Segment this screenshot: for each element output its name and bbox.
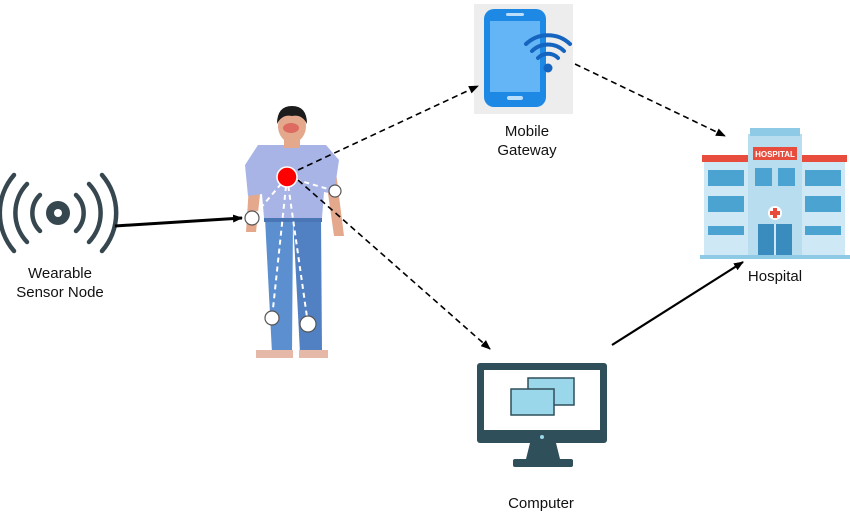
computer-label-text: Computer: [508, 495, 574, 512]
edge-computer-to-hospital: [611, 261, 744, 346]
patient-figure-icon: [244, 106, 344, 358]
wearable-sensor-node-label-line1: Wearable: [28, 265, 92, 282]
edge-patient-to-gateway: [297, 85, 479, 171]
wearable-sensor-node-label-line2: Sensor Node: [16, 284, 104, 301]
body-sensor-point-left-knee: [264, 310, 280, 326]
edge-gateway-to-hospital: [574, 63, 726, 137]
computer-label: Computer: [481, 494, 601, 513]
smartphone-wifi-icon: [474, 4, 573, 114]
hospital-building-icon: HOSPITAL: [700, 128, 850, 259]
mobile-gateway-label-line1: Mobile: [504, 123, 550, 140]
body-sensor-point-left-arm: [244, 210, 260, 226]
mobile-gateway-label-line2: Gateway: [497, 142, 557, 159]
edge-patient-to-computer: [297, 179, 491, 350]
edge-sensor-to-patient: [114, 214, 243, 228]
computer-monitor-icon: [477, 363, 607, 467]
hospital-label-text: Hospital: [747, 268, 803, 285]
svg-text:HOSPITAL: HOSPITAL: [755, 150, 795, 159]
wearable-sensor-icon: [0, 172, 119, 254]
body-sensor-point-right-knee: [299, 315, 317, 333]
body-sensor-point-right-arm: [328, 184, 342, 198]
body-sensor-point-chest: [276, 166, 298, 188]
hospital-label: Hospital: [715, 267, 835, 286]
mobile-gateway-label: Mobile Gateway: [467, 122, 587, 160]
wearable-sensor-node-label: Wearable Sensor Node: [0, 264, 120, 302]
edges: [114, 63, 744, 350]
